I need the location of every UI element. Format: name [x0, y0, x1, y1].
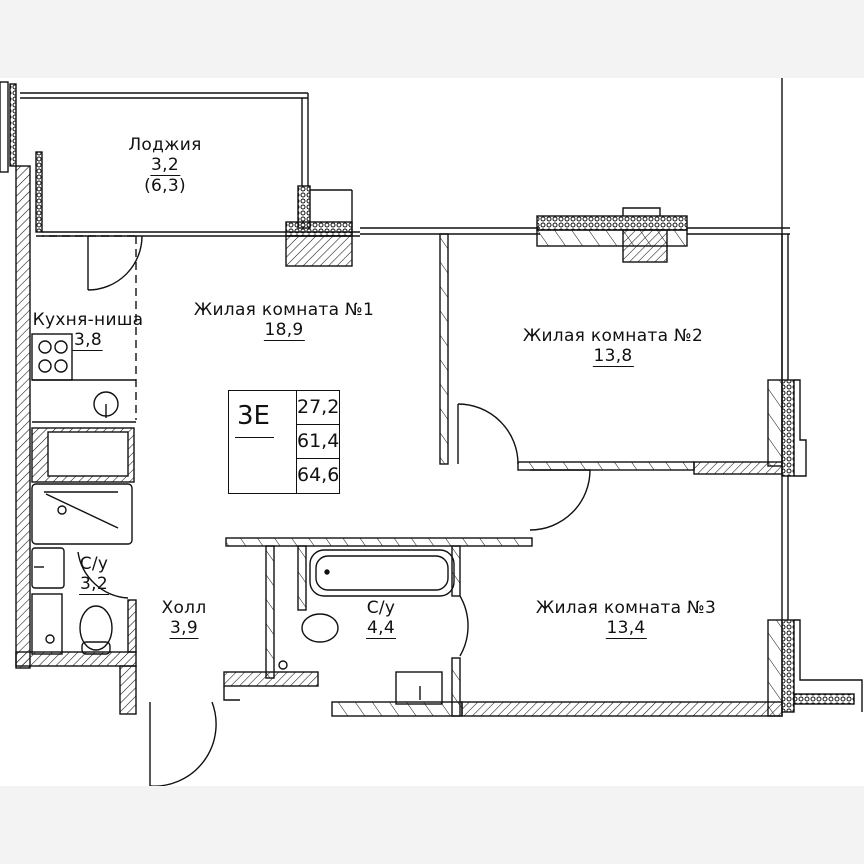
loggia-outline: [0, 81, 360, 267]
apartment-type-cell: 3E: [229, 391, 297, 493]
room-name: С/у: [366, 598, 396, 618]
apartment-summary-box: 3E 27,2 61,4 64,6: [228, 390, 340, 494]
room-name: Холл: [161, 598, 207, 618]
room-label-bathroom-1: С/у 3,2: [79, 554, 109, 595]
room-area: 18,9: [263, 320, 305, 341]
room-label-hall: Холл 3,9: [162, 598, 207, 639]
room-label-living-2: Жилая комната №2 13,8: [523, 326, 703, 367]
room-label-living-1: Жилая комната №1 18,9: [194, 300, 374, 341]
room-name: С/у: [79, 554, 109, 574]
room-area-extra: (6,3): [144, 176, 186, 196]
room-area: 3,2: [150, 155, 180, 176]
floor-plan-drawing: [0, 78, 863, 786]
room-name: Жилая комната №3: [535, 598, 717, 618]
apartment-type: 3E: [235, 401, 274, 438]
room-name: Лоджия: [128, 135, 202, 155]
room-label-loggia: Лоджия 3,2 (6,3): [128, 135, 201, 196]
floor-plan: Лоджия 3,2 (6,3) Кухня-ниша 3,8 Жилая ко…: [0, 78, 864, 786]
total-with-loggia-value: 64,6: [297, 463, 340, 486]
room-name: Кухня-ниша: [32, 310, 144, 330]
room-area: 3,9: [169, 618, 199, 639]
room-name: Жилая комната №2: [522, 326, 704, 346]
room-area: 3,2: [79, 574, 109, 595]
room-label-living-3: Жилая комната №3 13,4: [536, 598, 716, 639]
left-wall: [15, 165, 31, 669]
room-area: 13,8: [592, 346, 634, 367]
room-area: 13,4: [605, 618, 647, 639]
living-area-value: 27,2: [297, 391, 339, 425]
room-label-kitchen: Кухня-ниша 3,8: [33, 310, 144, 351]
room-area: 4,4: [366, 618, 396, 639]
room-name: Жилая комната №1: [193, 300, 375, 320]
room-area: 3,8: [73, 330, 103, 351]
total-area-value: 61,4: [297, 425, 339, 459]
room-label-bathroom-2: С/у 4,4: [366, 598, 396, 639]
